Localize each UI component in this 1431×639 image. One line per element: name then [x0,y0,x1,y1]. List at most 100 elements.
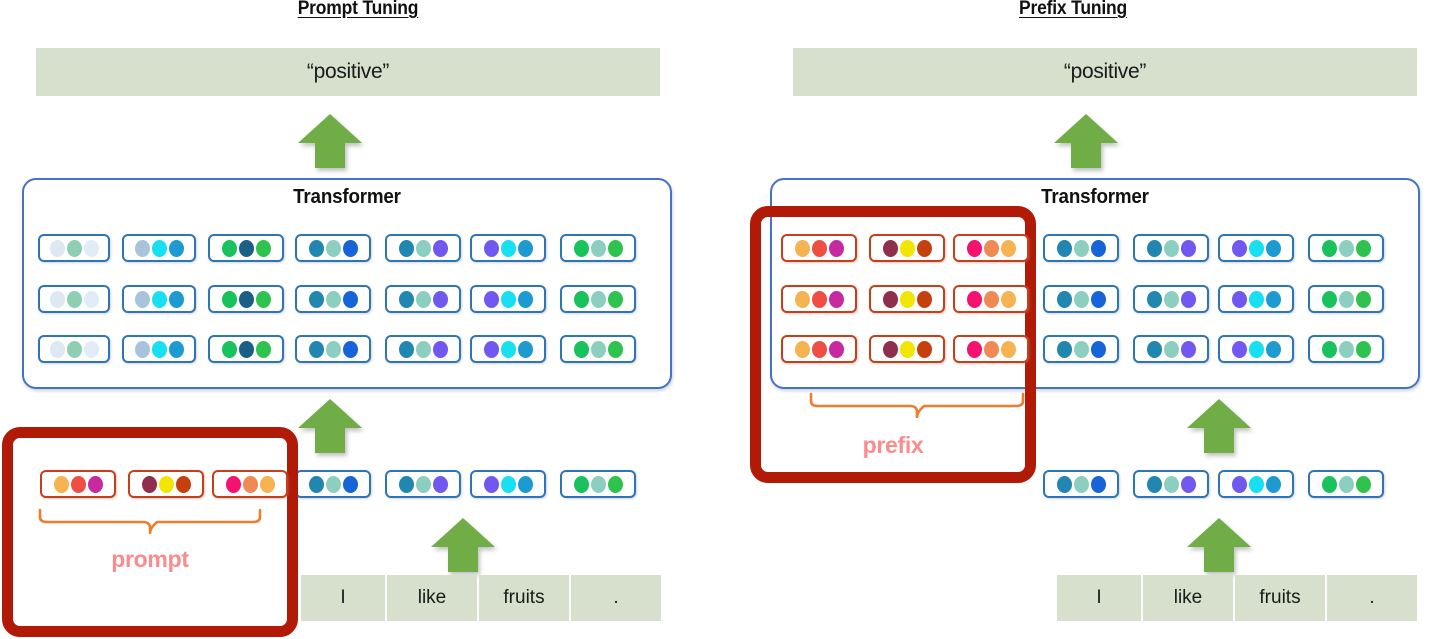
embedding-dot [432,239,448,257]
embedding-dot [168,340,184,358]
embedding-dot [1338,475,1354,493]
prompt-brace [38,508,262,534]
word-cell: fruits [479,575,569,621]
embedding-dot [811,239,827,257]
transformer-token-pill [208,335,284,363]
embedding-dot [49,340,65,358]
embedding-dot [500,475,516,493]
embedding-dot [432,290,448,308]
embedding-dot [255,290,271,308]
word-row-prefix: I like fruits . [1057,575,1417,621]
transformer-token-pill [38,234,110,262]
embedding-token-pill [1308,470,1384,498]
embedding-dot [70,475,86,493]
embedding-dot [1265,239,1281,257]
embedding-dot [1056,340,1072,358]
embedding-dot [1355,475,1371,493]
embedding-dot [573,475,589,493]
output-arrow-prefix [1053,113,1119,169]
output-box-prefix: “positive” [793,48,1417,96]
embedding-dot [794,290,810,308]
embedding-dot [242,475,258,493]
embedding-dot [966,290,982,308]
embedding-dot [607,290,623,308]
embedding-dot [483,475,499,493]
transformer-token-pill [1218,285,1294,313]
embedding-dot [238,290,254,308]
embedding-dot [483,340,499,358]
transformer-token-pill [560,285,636,313]
embedding-dot [1321,340,1337,358]
transformer-token-pill [1308,335,1384,363]
embedding-dot [607,239,623,257]
embedding-dot [983,290,999,308]
transformer-token-pill [1043,285,1119,313]
embedding-dot [1073,340,1089,358]
transformer-token-pill [385,234,461,262]
prompt-token-pill [40,470,116,498]
embedding-dot [1056,290,1072,308]
embedding-dot [882,340,898,358]
transformer-token-pill [1043,335,1119,363]
transformer-token-pill [1133,285,1209,313]
embedding-dot [916,239,932,257]
prompt-token-pill [128,470,204,498]
embedding-dot [590,290,606,308]
embedding-dot [238,239,254,257]
embedding-dot [1180,340,1196,358]
panel-prompt-tuning: Prompt Tuning “positive” Transformer I l… [2,0,672,637]
embedding-dot [221,340,237,358]
output-box-prompt: “positive” [36,48,660,96]
transformer-token-pill [470,285,546,313]
embedding-dot [1321,475,1337,493]
transformer-token-pill [1218,234,1294,262]
embedding-dot [1248,290,1264,308]
embedding-dot [175,475,191,493]
embedding-dot [1090,239,1106,257]
embedding-dot [794,239,810,257]
embedding-dot [1163,239,1179,257]
embedding-dot [1231,290,1247,308]
embedding-dot [983,239,999,257]
prefix-token-pill [953,335,1029,363]
embedding-token-pill [470,470,546,498]
prefix-token-pill [953,285,1029,313]
word-cell: fruits [1235,575,1325,621]
embedding-dot [1231,239,1247,257]
embedding-dot [573,340,589,358]
embedding-dot [1355,340,1371,358]
transformer-token-pill [1133,234,1209,262]
embedding-dot [1073,290,1089,308]
embedding-dot [1090,290,1106,308]
transformer-token-pill [122,234,196,262]
embedding-token-pill [1218,470,1294,498]
embedding-dot [1355,239,1371,257]
embedding-dot [1000,290,1016,308]
transformer-token-pill [1218,335,1294,363]
embedding-dot [811,290,827,308]
embedding-dot [1073,475,1089,493]
panel-prefix-tuning: Prefix Tuning “positive” Transformer I l… [715,0,1431,639]
embedding-token-pill [295,470,371,498]
embedding-dot [158,475,174,493]
embedding-dot [308,239,324,257]
embedding-dot [168,239,184,257]
embedding-dot [899,290,915,308]
transformer-token-pill [1133,335,1209,363]
embedding-dot [899,239,915,257]
embedding-dot [1090,475,1106,493]
transformer-token-pill [470,335,546,363]
transformer-token-pill [1308,285,1384,313]
embedding-dot [916,340,932,358]
embedding-token-pill [1043,470,1119,498]
embedding-dot [607,340,623,358]
embedding-dot [1146,340,1162,358]
embedding-dot [1000,239,1016,257]
embedding-dot [1146,475,1162,493]
embedding-dot [607,475,623,493]
embedding-token-pill [560,470,636,498]
embedding-dot [590,475,606,493]
transformer-token-pill [295,285,371,313]
embedding-dot [134,290,150,308]
prompt-token-pill [212,470,288,498]
